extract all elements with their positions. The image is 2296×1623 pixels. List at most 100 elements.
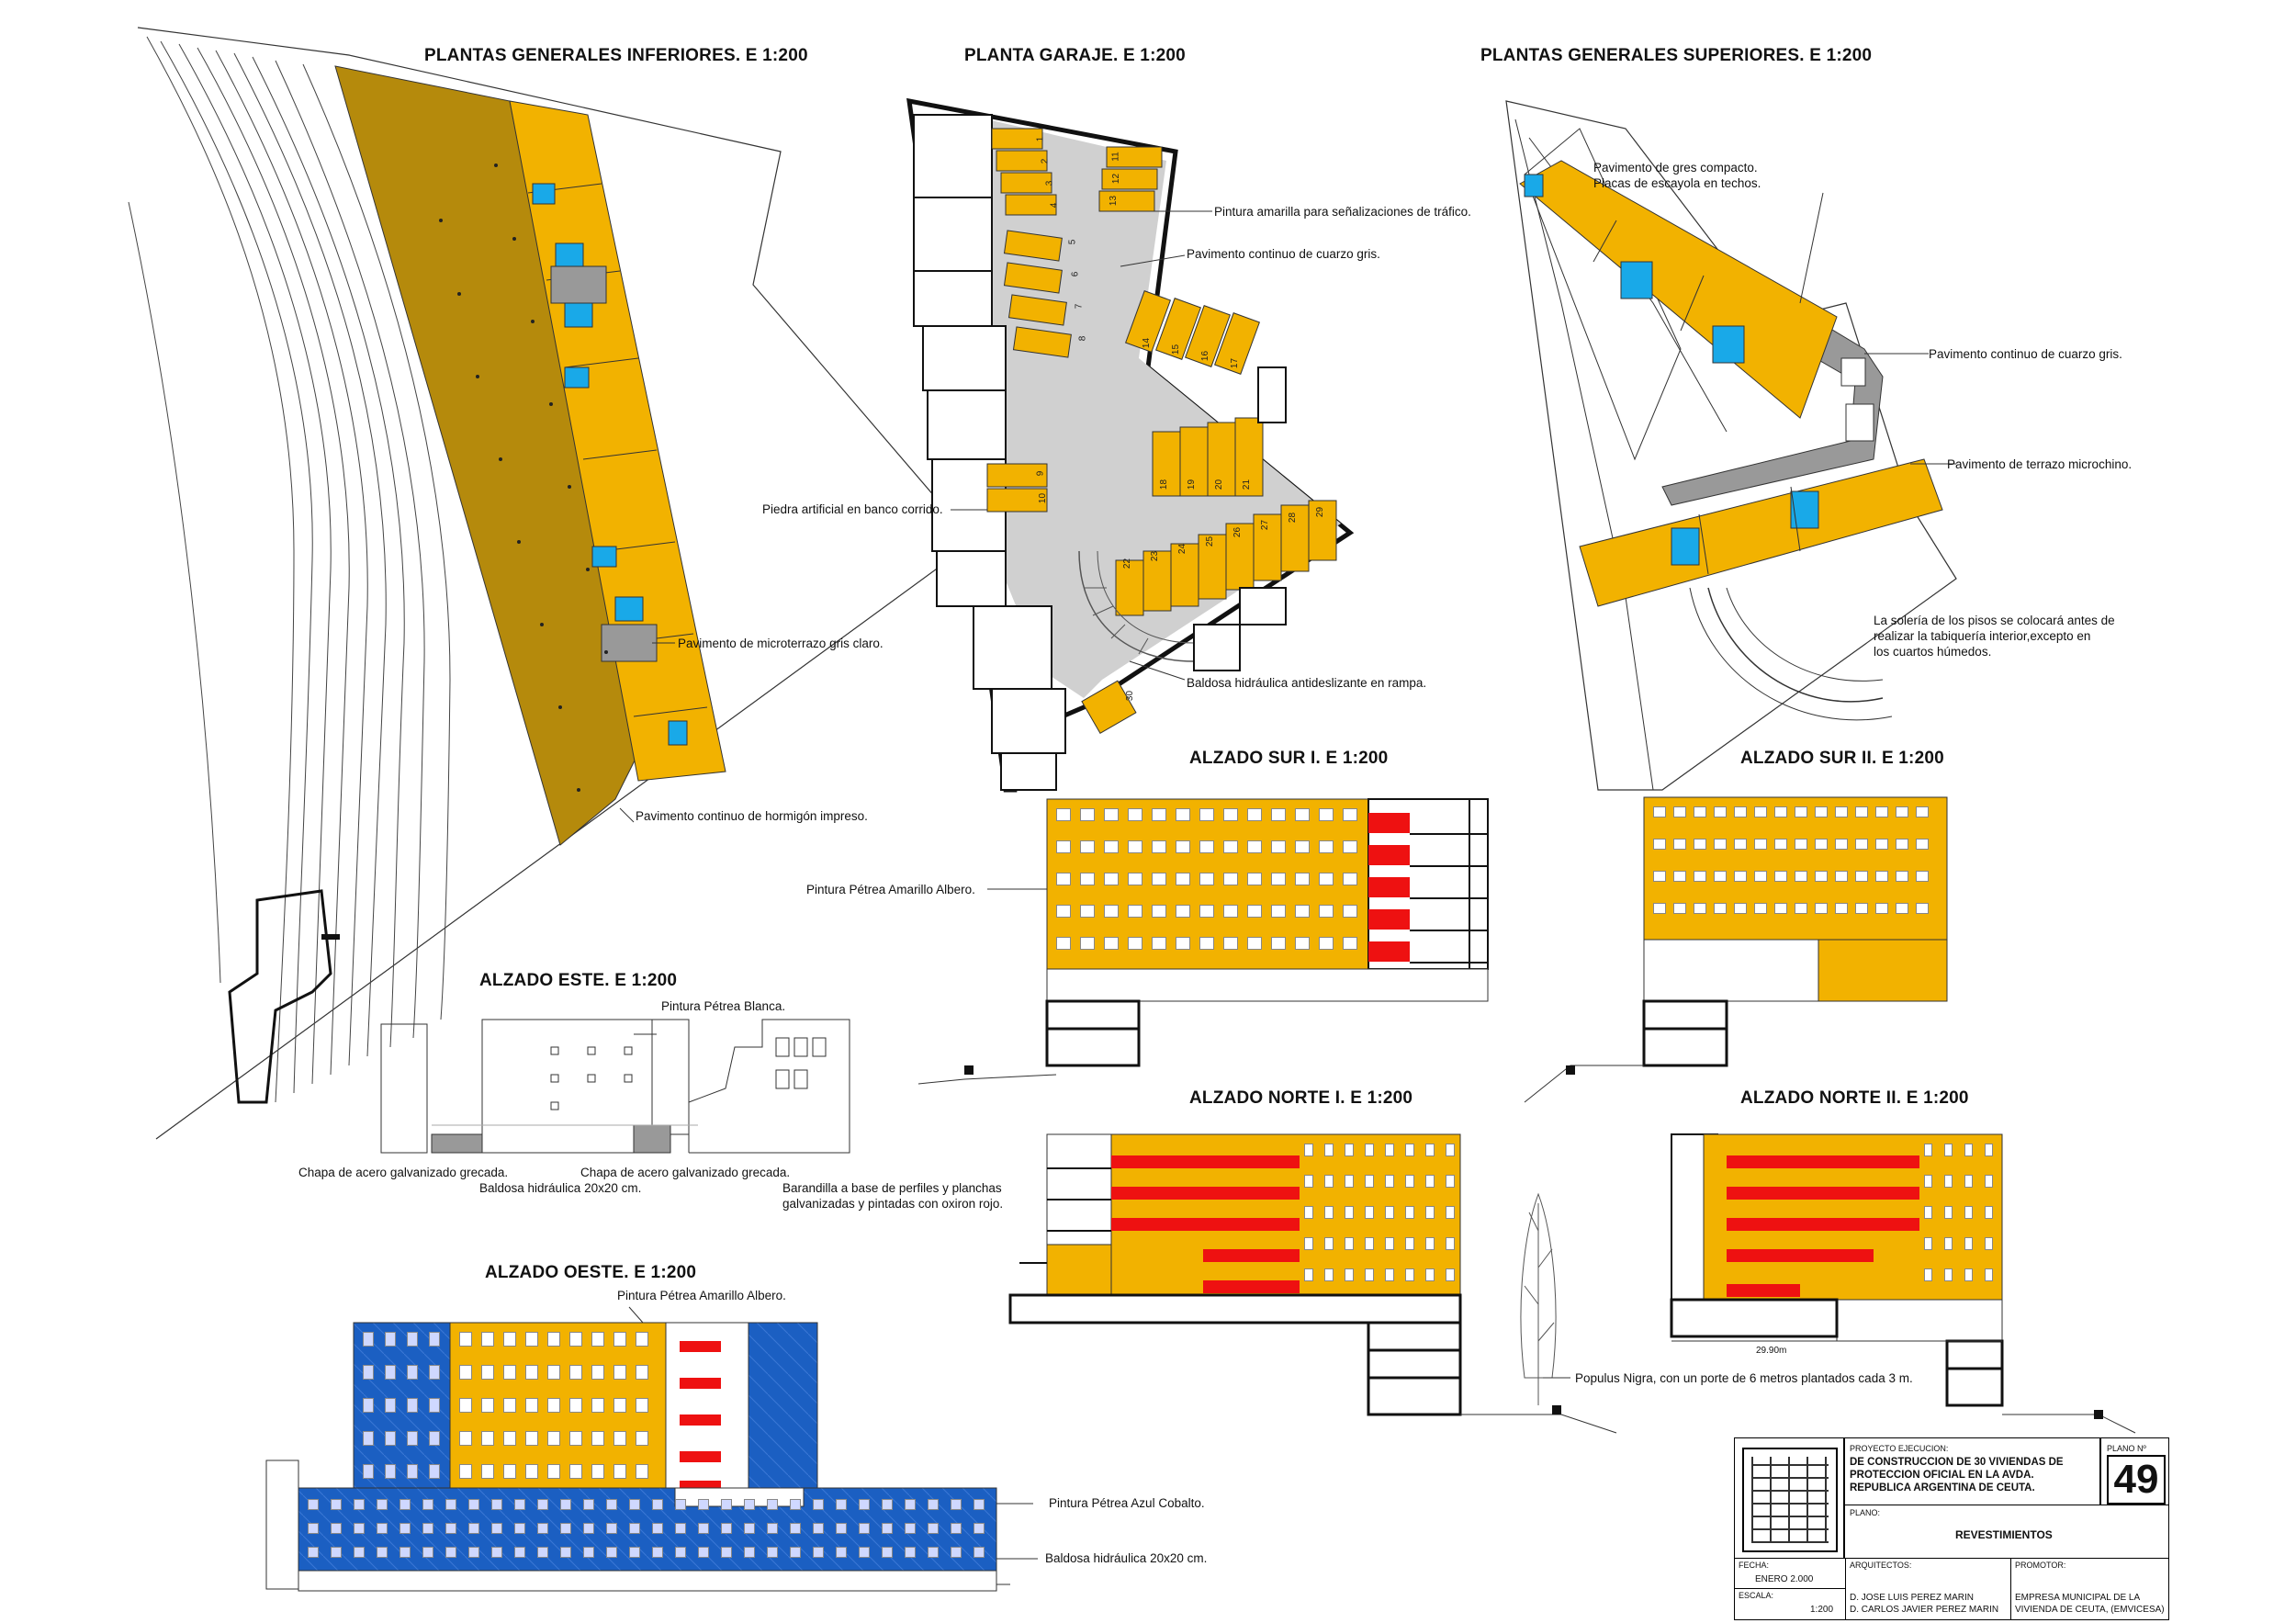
window bbox=[1176, 873, 1190, 885]
window bbox=[790, 1523, 801, 1534]
title-alzado-oeste: ALZADO OESTE. E 1:200 bbox=[485, 1263, 697, 1282]
window bbox=[468, 1523, 479, 1534]
window bbox=[1223, 808, 1238, 821]
window bbox=[1056, 840, 1071, 853]
parking-number: 18 bbox=[1159, 479, 1170, 490]
window bbox=[560, 1547, 571, 1558]
stair-cores bbox=[550, 265, 658, 662]
arquitectos-label: ARQUITECTOS: bbox=[1850, 1561, 1912, 1570]
window bbox=[1795, 903, 1807, 914]
elev-sur-2 bbox=[1524, 796, 1948, 1103]
parking-number: 3 bbox=[1044, 180, 1055, 186]
parking-number: 4 bbox=[1049, 202, 1060, 209]
note-piedra-artificial: Piedra artificial en banco corrido. bbox=[762, 502, 943, 516]
window bbox=[407, 1431, 418, 1446]
window bbox=[1343, 808, 1357, 821]
window bbox=[1345, 1175, 1354, 1188]
window bbox=[1944, 1206, 1953, 1219]
site-boundary bbox=[137, 27, 974, 1140]
window bbox=[1446, 1175, 1455, 1188]
window bbox=[591, 1431, 604, 1446]
window bbox=[1385, 1206, 1394, 1219]
note-barandilla-line2: galvanizadas y pintadas con oxiron rojo. bbox=[782, 1197, 1004, 1211]
window bbox=[569, 1398, 582, 1413]
sur1-red-balconies bbox=[1368, 813, 1410, 962]
window bbox=[354, 1523, 365, 1534]
arquitecto-1: D. JOSE LUIS PEREZ MARIN bbox=[1850, 1593, 1975, 1603]
window bbox=[767, 1523, 778, 1534]
window bbox=[1835, 903, 1848, 914]
window bbox=[629, 1547, 640, 1558]
window bbox=[1714, 871, 1727, 882]
window bbox=[1128, 905, 1142, 918]
window bbox=[1176, 905, 1190, 918]
parking-number: 25 bbox=[1205, 535, 1216, 547]
window bbox=[1446, 1144, 1455, 1156]
window bbox=[1754, 871, 1767, 882]
window bbox=[1223, 937, 1238, 950]
window bbox=[547, 1464, 560, 1479]
note-soleria-line2: realizar la tabiquería interior,excepto … bbox=[1874, 629, 2091, 643]
window bbox=[606, 1499, 617, 1510]
window bbox=[1295, 905, 1310, 918]
window bbox=[1815, 806, 1828, 817]
window bbox=[569, 1332, 582, 1347]
window bbox=[1223, 905, 1238, 918]
escala-value: 1:200 bbox=[1810, 1605, 1834, 1615]
window bbox=[1944, 1175, 1953, 1188]
window bbox=[1964, 1268, 1973, 1281]
window bbox=[481, 1398, 494, 1413]
window bbox=[1855, 839, 1868, 850]
window bbox=[1319, 937, 1334, 950]
title-alzado-sur-2: ALZADO SUR II. E 1:200 bbox=[1740, 749, 1944, 768]
window bbox=[547, 1332, 560, 1347]
window bbox=[547, 1431, 560, 1446]
window bbox=[481, 1431, 494, 1446]
window bbox=[1673, 871, 1686, 882]
window bbox=[721, 1523, 732, 1534]
window bbox=[1345, 1206, 1354, 1219]
window bbox=[583, 1523, 594, 1534]
window bbox=[1247, 905, 1262, 918]
title-alzado-norte-1: ALZADO NORTE I. E 1:200 bbox=[1189, 1088, 1413, 1108]
window bbox=[675, 1547, 686, 1558]
window bbox=[429, 1398, 440, 1413]
window bbox=[1345, 1237, 1354, 1250]
window bbox=[1056, 905, 1071, 918]
window bbox=[1152, 873, 1166, 885]
window bbox=[1774, 903, 1787, 914]
window bbox=[1365, 1268, 1374, 1281]
note-baldosa-este: Baldosa hidráulica 20x20 cm. bbox=[479, 1181, 642, 1195]
window bbox=[1896, 871, 1908, 882]
window bbox=[905, 1499, 916, 1510]
window bbox=[1653, 806, 1666, 817]
window bbox=[1104, 840, 1119, 853]
window bbox=[407, 1332, 418, 1347]
window bbox=[636, 1365, 648, 1380]
window bbox=[1896, 903, 1908, 914]
window bbox=[1673, 806, 1686, 817]
window bbox=[1295, 937, 1310, 950]
window bbox=[1694, 903, 1706, 914]
window bbox=[629, 1523, 640, 1534]
window bbox=[1734, 903, 1747, 914]
window bbox=[363, 1365, 374, 1380]
window bbox=[1223, 840, 1238, 853]
window bbox=[1425, 1175, 1435, 1188]
window bbox=[1104, 873, 1119, 885]
window bbox=[790, 1499, 801, 1510]
window bbox=[1304, 1237, 1313, 1250]
window bbox=[721, 1499, 732, 1510]
window bbox=[1128, 873, 1142, 885]
elev-este bbox=[380, 1019, 850, 1154]
dimension-29-90: 29.90m bbox=[1756, 1346, 1787, 1356]
adjacent-building bbox=[228, 889, 332, 1104]
window bbox=[675, 1523, 686, 1534]
window bbox=[354, 1547, 365, 1558]
window bbox=[1152, 905, 1166, 918]
window bbox=[1734, 806, 1747, 817]
window bbox=[1365, 1237, 1374, 1250]
window bbox=[613, 1431, 626, 1446]
window bbox=[1247, 840, 1262, 853]
proyecto-line2: PROTECCION OFICIAL EN LA AVDA. bbox=[1850, 1470, 2034, 1481]
